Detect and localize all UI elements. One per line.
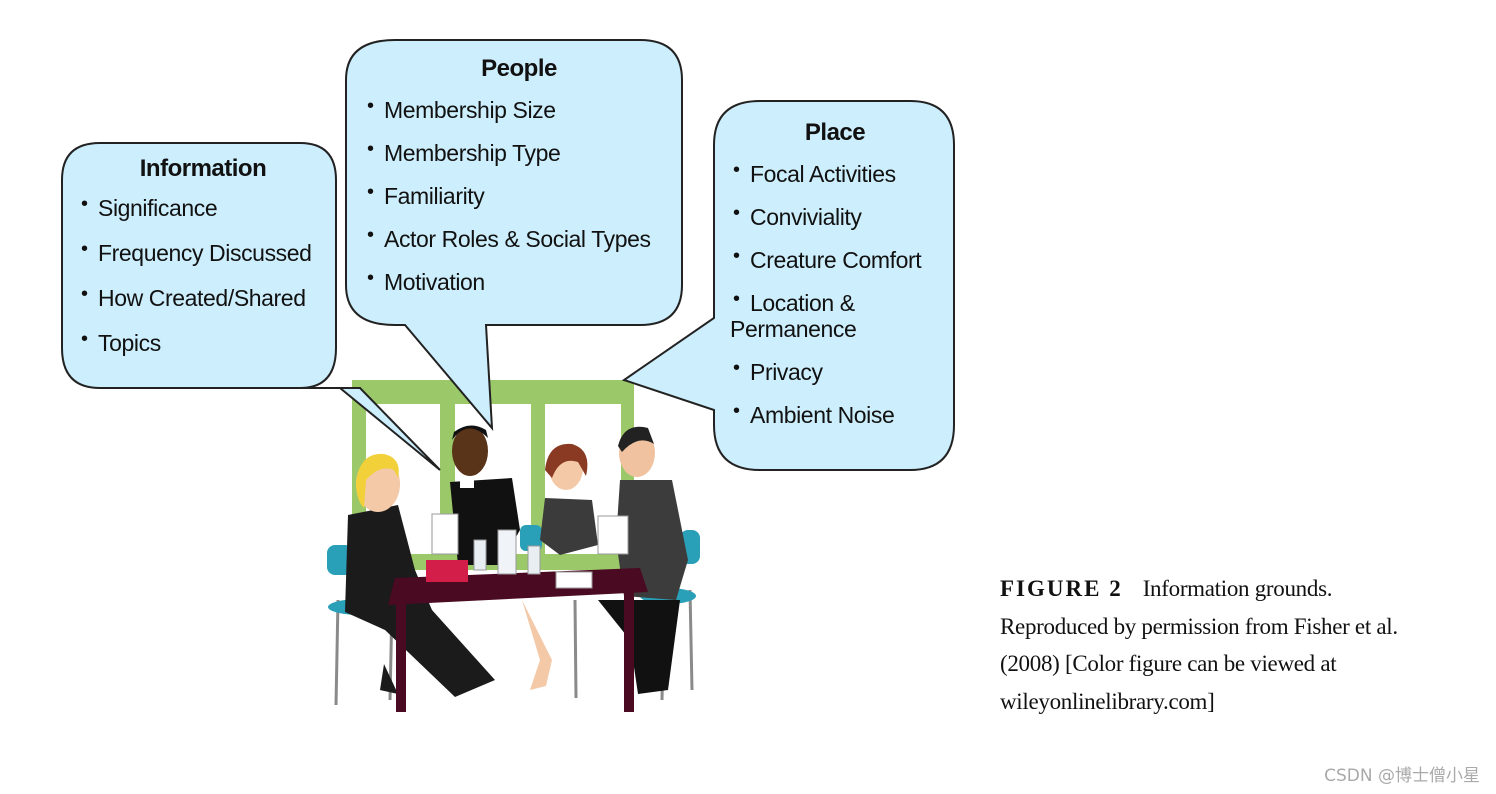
information-bubble-content: Information Significance Frequency Discu… (78, 155, 328, 375)
list-item: Focal Activities (730, 157, 940, 187)
list-item: Conviviality (730, 200, 940, 230)
list-item: Motivation (364, 265, 674, 295)
information-title: Information (139, 155, 267, 182)
list-item: Creature Comfort (730, 243, 940, 273)
woman-redhead-figure (522, 443, 598, 690)
list-item: Membership Type (364, 136, 674, 166)
people-title: People (481, 55, 557, 82)
place-title: Place (804, 119, 866, 146)
list-item: Ambient Noise (730, 398, 940, 428)
list-item: Privacy (730, 355, 940, 385)
figure-label: FIGURE 2 (1000, 576, 1123, 601)
man-right-figure (597, 426, 688, 694)
list-item: Significance (78, 191, 328, 221)
list-item: Membership Size (364, 93, 674, 123)
place-list: Focal Activities Conviviality Creature C… (713, 157, 940, 428)
people-bubble-content: People Membership Size Membership Type F… (364, 55, 674, 312)
people-list: Membership Size Membership Type Familiar… (364, 93, 674, 295)
list-item: Location & Permanence (710, 286, 930, 342)
list-item: Actor Roles & Social Types (364, 222, 674, 252)
information-list: Significance Frequency Discussed How Cre… (78, 191, 328, 356)
caption-text: Information grounds. Reproduced by permi… (1000, 576, 1398, 714)
list-item: Frequency Discussed (78, 236, 328, 266)
watermark: CSDN @博士僧小星 (1324, 766, 1480, 786)
list-item: How Created/Shared (78, 281, 328, 311)
list-item: Topics (78, 326, 328, 356)
list-item: Familiarity (364, 179, 674, 209)
place-bubble-content: Place Focal Activities Conviviality Crea… (713, 119, 940, 445)
meeting-table (388, 513, 648, 712)
